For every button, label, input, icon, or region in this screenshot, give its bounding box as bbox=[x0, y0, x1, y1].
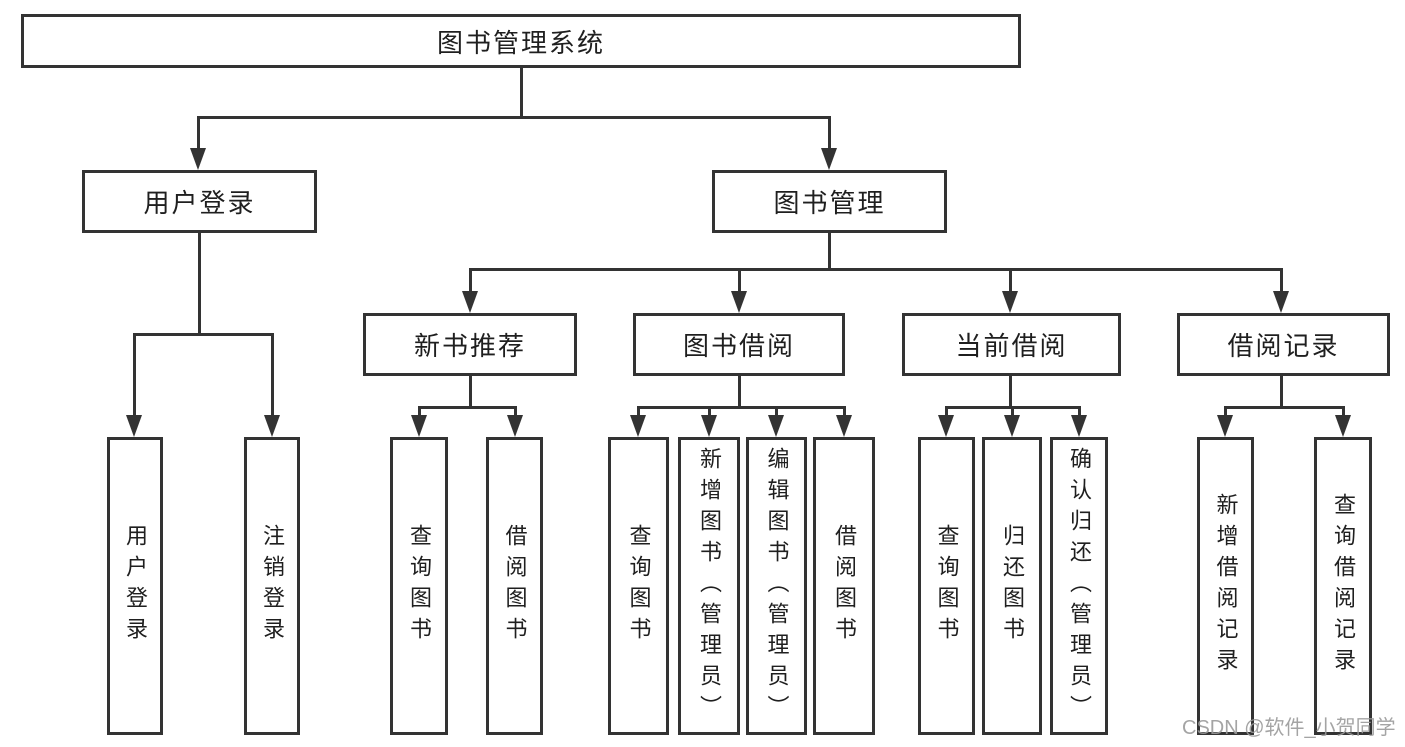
leaf-label: 查询图书 bbox=[407, 524, 432, 648]
connector-level3-bar bbox=[469, 268, 1283, 271]
connector-book-borrow-bar bbox=[637, 406, 846, 409]
leaf-label: 确认归还（管理员） bbox=[1067, 446, 1092, 726]
connector-current-borrow-stem bbox=[1009, 376, 1012, 409]
node-borrow-records: 借阅记录 bbox=[1177, 313, 1390, 376]
leaf-add-borrow-record: 新增借阅记录 bbox=[1197, 437, 1254, 735]
leaf-label: 用户登录 bbox=[123, 524, 148, 648]
leaf-label: 查询借阅记录 bbox=[1331, 493, 1356, 679]
arrow-current-borrow-leaf-1 bbox=[938, 408, 954, 437]
arrow-to-leaf-logout bbox=[264, 335, 280, 437]
arrow-to-borrow-records bbox=[1273, 270, 1289, 313]
leaf-label: 新增图书（管理员） bbox=[697, 446, 722, 726]
leaf-label: 借阅图书 bbox=[502, 524, 528, 648]
arrow-to-leaf-user-login bbox=[126, 335, 142, 437]
arrow-to-current-borrow bbox=[1002, 270, 1018, 313]
leaf-query-books-borrow: 查询图书 bbox=[608, 437, 669, 735]
leaf-query-books-current: 查询图书 bbox=[918, 437, 975, 735]
arrow-borrow-records-leaf-2 bbox=[1335, 408, 1351, 437]
leaf-label: 注销登录 bbox=[260, 524, 285, 648]
leaf-label: 归还图书 bbox=[1000, 524, 1025, 648]
node-current-borrow: 当前借阅 bbox=[902, 313, 1121, 376]
leaf-label: 查询图书 bbox=[934, 524, 960, 648]
connector-root-bar bbox=[197, 116, 831, 119]
leaf-query-books-recommend: 查询图书 bbox=[390, 437, 448, 735]
csdn-watermark: CSDN @软件_小贺同学 bbox=[1182, 717, 1396, 739]
leaf-query-borrow-record: 查询借阅记录 bbox=[1314, 437, 1372, 735]
arrow-current-borrow-leaf-2 bbox=[1004, 408, 1020, 437]
leaf-borrow-books-recommend: 借阅图书 bbox=[486, 437, 543, 735]
arrow-to-new-book-recommend bbox=[462, 270, 478, 313]
connector-book-borrow-stem bbox=[738, 376, 741, 409]
arrow-book-borrow-leaf-2 bbox=[701, 408, 717, 437]
leaf-borrow-books: 借阅图书 bbox=[813, 437, 875, 735]
leaf-label: 新增借阅记录 bbox=[1213, 493, 1239, 679]
leaf-return-books: 归还图书 bbox=[982, 437, 1042, 735]
arrow-borrow-records-leaf-1 bbox=[1217, 408, 1233, 437]
connector-root-stem bbox=[520, 68, 523, 118]
node-book-management: 图书管理 bbox=[712, 170, 947, 233]
node-user-login: 用户登录 bbox=[82, 170, 317, 233]
connector-new-book-stem bbox=[469, 376, 472, 409]
leaf-user-login: 用户登录 bbox=[107, 437, 163, 735]
connector-book-management-stem bbox=[828, 233, 831, 271]
leaf-confirm-return-admin: 确认归还（管理员） bbox=[1050, 437, 1108, 735]
leaf-label: 编辑图书（管理员） bbox=[764, 446, 790, 726]
node-book-borrow: 图书借阅 bbox=[633, 313, 845, 376]
connector-user-login-stem bbox=[198, 233, 201, 336]
connector-borrow-records-bar bbox=[1224, 406, 1345, 409]
connector-borrow-records-stem bbox=[1280, 376, 1283, 409]
leaf-logout: 注销登录 bbox=[244, 437, 300, 735]
arrow-book-borrow-leaf-1 bbox=[630, 408, 646, 437]
leaf-add-books-admin: 新增图书（管理员） bbox=[678, 437, 740, 735]
leaf-label: 借阅图书 bbox=[832, 524, 857, 648]
node-library-management-system: 图书管理系统 bbox=[21, 14, 1021, 68]
leaf-edit-books-admin: 编辑图书（管理员） bbox=[746, 437, 807, 735]
arrow-book-borrow-leaf-3 bbox=[768, 408, 784, 437]
connector-current-borrow-bar bbox=[945, 406, 1081, 409]
arrow-to-book-borrow bbox=[731, 270, 747, 313]
arrow-new-book-leaf-1 bbox=[411, 408, 427, 437]
arrow-book-borrow-leaf-4 bbox=[836, 408, 852, 437]
arrow-to-book-management bbox=[821, 118, 837, 170]
connector-user-login-bar bbox=[133, 333, 274, 336]
connector-new-book-bar bbox=[418, 406, 517, 409]
arrow-current-borrow-leaf-3 bbox=[1071, 408, 1087, 437]
arrow-to-user-login bbox=[190, 118, 206, 170]
leaf-label: 查询图书 bbox=[626, 524, 652, 648]
arrow-new-book-leaf-2 bbox=[507, 408, 523, 437]
node-new-book-recommend: 新书推荐 bbox=[363, 313, 577, 376]
